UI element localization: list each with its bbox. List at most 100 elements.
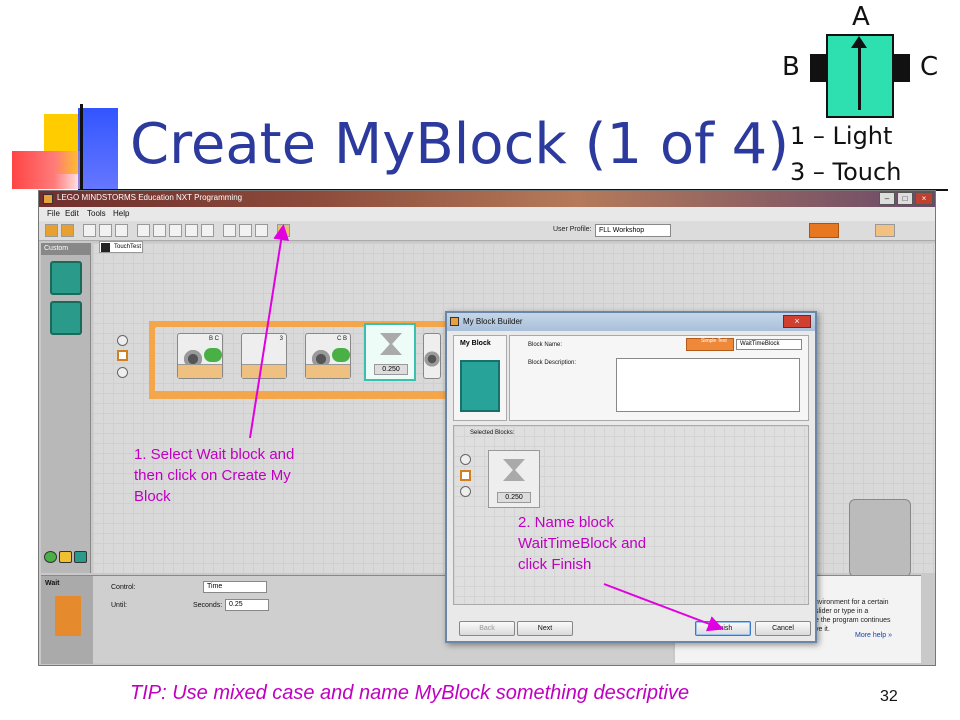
robot-educator-icon[interactable]	[875, 224, 895, 237]
menu-tools[interactable]: Tools	[87, 209, 106, 218]
touch-wait-block[interactable]: 3	[241, 333, 287, 379]
menu-edit[interactable]: Edit	[65, 209, 79, 218]
menu-help[interactable]: Help	[113, 209, 130, 218]
new-file-icon[interactable]	[83, 224, 96, 237]
myblock-icon	[460, 360, 500, 412]
step-1-annotation: 1. Select Wait block and then click on C…	[134, 444, 294, 507]
comment-tool-icon[interactable]	[255, 224, 268, 237]
copy-icon[interactable]	[153, 224, 166, 237]
close-button[interactable]: ×	[915, 192, 933, 205]
menu-file[interactable]: File	[47, 209, 60, 218]
step-1-line: 1. Select Wait block and	[134, 446, 295, 463]
paste-icon[interactable]	[169, 224, 182, 237]
robot-label-c: C	[920, 52, 939, 82]
complete-palette-tab-icon[interactable]	[59, 551, 72, 563]
motor-ports-label: C B	[336, 336, 347, 342]
page-number: 32	[880, 688, 898, 705]
seconds-input[interactable]: 0.25	[225, 599, 269, 611]
file-tab-label: TouchTest	[114, 244, 142, 250]
config-header: Wait	[41, 576, 93, 664]
palette-header: Custom	[41, 243, 91, 255]
file-tab[interactable]: TouchTest	[99, 241, 143, 253]
wait-time-block[interactable]: 0.250	[364, 323, 416, 381]
step-1-line: Block	[134, 488, 171, 505]
gear-icon	[424, 348, 440, 370]
motor-block[interactable]: C B	[305, 333, 351, 379]
robot-direction-arrow	[858, 40, 861, 110]
menubar: File Edit Tools Help	[39, 207, 935, 221]
more-help-link[interactable]: More help »	[855, 632, 892, 639]
app-title: LEGO MINDSTORMS Education NXT Programmin…	[57, 193, 243, 202]
motor-ports-label: B C	[208, 336, 219, 342]
pan-tool-icon[interactable]	[239, 224, 252, 237]
step-1-line: then click on Create My	[134, 467, 291, 484]
nxt-controller-icon[interactable]	[809, 223, 839, 238]
web-downloads-palette-icon[interactable]	[50, 301, 82, 335]
open-file-icon[interactable]	[99, 224, 112, 237]
my-block-label: My Block	[460, 340, 491, 347]
maximize-button[interactable]: □	[897, 192, 913, 205]
motor-icon	[332, 348, 350, 362]
pointer-tool-icon[interactable]	[223, 224, 236, 237]
create-myblock-icon[interactable]	[45, 224, 58, 237]
block-description-input[interactable]	[616, 358, 800, 412]
block-hub	[306, 364, 350, 378]
start-point-icon	[460, 486, 471, 497]
config-block-name: Wait	[45, 580, 60, 587]
control-value: Time	[207, 583, 223, 590]
motor-block[interactable]: B C	[177, 333, 223, 379]
simple-text-icon: Simple Text	[686, 338, 734, 351]
toolbar: User Profile: FLL Workshop	[39, 221, 935, 241]
motor-block[interactable]	[423, 333, 441, 379]
start-point-icon	[117, 335, 128, 346]
arrow-to-finish-button	[603, 583, 724, 632]
dialog-titlebar: My Block Builder ×	[447, 313, 815, 331]
next-button[interactable]: Next	[517, 621, 573, 636]
undo-icon[interactable]	[185, 224, 198, 237]
cut-icon[interactable]	[137, 224, 150, 237]
dialog-close-button[interactable]: ×	[783, 315, 811, 328]
seconds-label: Seconds:	[193, 602, 223, 609]
step-2-annotation: 2. Name block WaitTimeBlock and click Fi…	[518, 512, 646, 575]
user-profile-select[interactable]: FLL Workshop	[595, 224, 671, 237]
step-2-line: click Finish	[518, 556, 592, 573]
app-titlebar: LEGO MINDSTORMS Education NXT Programmin…	[39, 191, 935, 207]
back-button[interactable]: Back	[459, 621, 515, 636]
common-palette-tab-icon[interactable]	[44, 551, 57, 563]
simple-text-label: Simple Text	[701, 338, 727, 344]
file-tab-icon	[101, 243, 110, 252]
block-hub	[242, 364, 286, 378]
edit-myblock-icon[interactable]	[61, 224, 74, 237]
seconds-value: 0.25	[229, 601, 243, 608]
start-square-icon	[117, 350, 128, 361]
save-icon[interactable]	[115, 224, 128, 237]
app-icon	[43, 194, 53, 204]
decorative-vertical-line	[80, 104, 83, 190]
robot-arrow-head-icon	[851, 36, 867, 48]
step-2-line: 2. Name block	[518, 514, 614, 531]
custom-palette-tab-icon[interactable]	[74, 551, 87, 563]
myblock-palette-icon[interactable]	[50, 261, 82, 295]
block-name-value: WaitTimeBlock	[740, 341, 780, 347]
block-details-area: Block Name: Simple Text WaitTimeBlock Bl…	[509, 335, 809, 421]
myblock-preview: My Block	[453, 335, 507, 421]
minimize-button[interactable]: –	[879, 192, 895, 205]
sequence-beam-bottom	[149, 391, 489, 399]
redo-icon[interactable]	[201, 224, 214, 237]
start-square-icon	[460, 470, 471, 481]
start-point-icon	[460, 454, 471, 465]
control-select[interactable]: Time	[203, 581, 267, 593]
sensor-1-label: 1 – Light	[790, 122, 893, 150]
decorative-red-bar	[12, 151, 82, 189]
hourglass-icon	[55, 596, 81, 636]
block-hub	[178, 364, 222, 378]
robot-label-b: B	[782, 52, 800, 82]
navigation-pad[interactable]	[849, 499, 911, 577]
selected-wait-value: 0.250	[497, 492, 531, 503]
decorative-blue-square	[78, 108, 118, 190]
block-name-input[interactable]: WaitTimeBlock	[736, 339, 802, 350]
selected-blocks-label: Selected Blocks:	[470, 430, 515, 436]
cancel-button[interactable]: Cancel	[755, 621, 811, 636]
dialog-title: My Block Builder	[463, 317, 523, 326]
